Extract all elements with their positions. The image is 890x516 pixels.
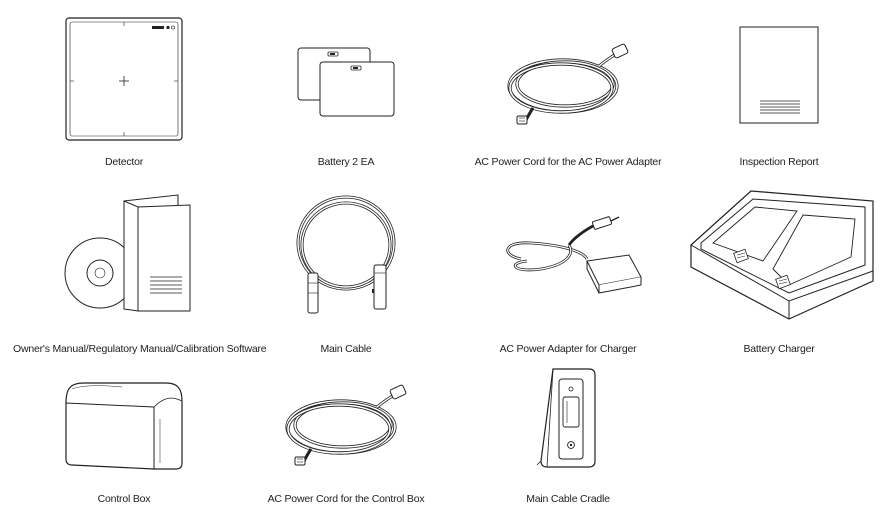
item-label: Detector: [104, 156, 144, 168]
item-label: Main Cable Cradle: [526, 493, 610, 505]
item-inspection-report: Inspection Report: [668, 10, 890, 170]
cable-cradle-icon: [533, 367, 603, 469]
power-cord-icon: [281, 385, 411, 467]
item-label: AC Power Cord for the AC Power Adapter: [474, 156, 662, 168]
battery-charger-icon: [679, 189, 879, 321]
item-ac-power-cord-control-box: AC Power Cord for the Control Box: [235, 365, 457, 510]
item-ac-power-cord-adapter: AC Power Cord for the AC Power Adapter: [457, 10, 679, 170]
item-label: AC Power Cord for the Control Box: [267, 493, 425, 505]
item-label: Battery 2 EA: [317, 156, 375, 168]
power-adapter-icon: [491, 215, 645, 303]
item-manual-cd: Owner's Manual/Regulatory Manual/Calibra…: [13, 185, 267, 355]
item-battery: Battery 2 EA: [235, 10, 457, 170]
power-cord-icon: [503, 44, 633, 126]
main-cable-icon: [290, 193, 402, 317]
control-box-icon: [62, 379, 186, 471]
item-label: Owner's Manual/Regulatory Manual/Calibra…: [13, 343, 267, 355]
inspection-report-icon: [738, 25, 820, 125]
item-detector: Detector: [13, 10, 235, 170]
item-main-cable: Main Cable: [235, 185, 457, 355]
item-label: Main Cable: [320, 343, 372, 355]
item-control-box: Control Box: [13, 365, 235, 510]
item-label: AC Power Adapter for Charger: [499, 343, 637, 355]
manual-cd-icon: [54, 193, 194, 311]
item-label: Inspection Report: [739, 156, 819, 168]
detector-icon: [64, 16, 184, 142]
item-label: Battery Charger: [743, 343, 815, 355]
item-label: Control Box: [97, 493, 151, 505]
item-ac-power-adapter: AC Power Adapter for Charger: [457, 185, 679, 355]
item-battery-charger: Battery Charger: [668, 185, 890, 355]
battery-icon: [296, 46, 396, 118]
item-main-cable-cradle: Main Cable Cradle: [457, 365, 679, 510]
